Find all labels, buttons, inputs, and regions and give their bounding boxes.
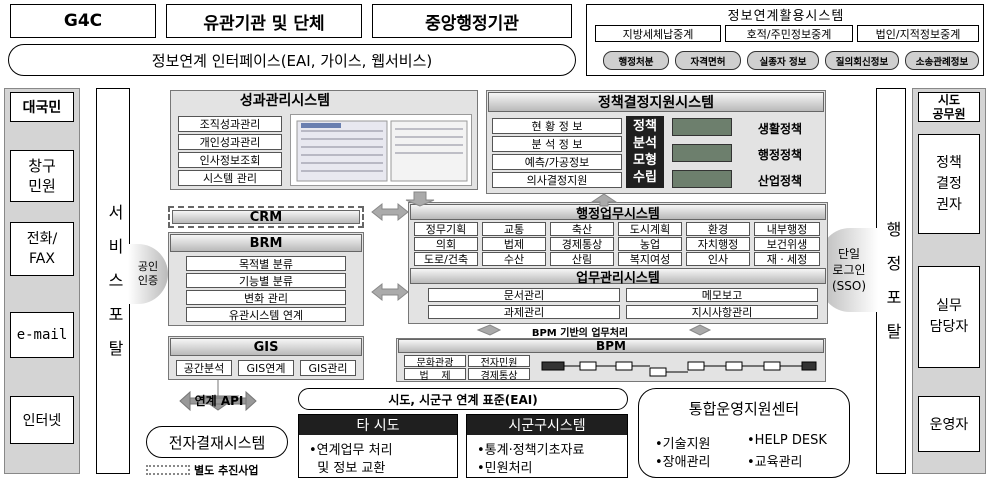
biz-item: 메모보고 xyxy=(626,288,818,302)
admin-cell: 복지여성 xyxy=(618,252,682,266)
admin-cell: 자치행정 xyxy=(686,237,750,251)
legend-label: 별도 추진사업 xyxy=(194,464,259,477)
gis-item: GIS연계 xyxy=(238,360,294,376)
bpm-item: 경제통상 xyxy=(468,368,530,382)
brm-item: 기능별 분류 xyxy=(186,273,346,288)
other-city-box: 타 시도 •연계업무 처리 및 정보 교환 xyxy=(298,414,458,478)
esign-system: 전자결재시스템 xyxy=(146,426,288,458)
agencies-box: 유관기관 및 단체 xyxy=(166,4,362,38)
biz-item: 지시사항관리 xyxy=(626,305,818,319)
link-row2-item: 질의회신정보 xyxy=(825,51,899,70)
link-row2-item: 행정처분 xyxy=(603,51,669,70)
admin-title: 행정업무시스템 xyxy=(410,204,826,222)
policy-item: 의사결정지원 xyxy=(492,172,622,188)
brm-item: 유관시스템 연계 xyxy=(186,307,346,322)
channel-counter: 창구 민원 xyxy=(10,150,74,202)
admin-cell: 축산 xyxy=(550,222,614,236)
public-header: 시도 공무원 xyxy=(918,92,980,122)
biz-title: 업무관리시스템 xyxy=(410,268,826,286)
perf-item: 인사정보조회 xyxy=(178,152,282,168)
admin-cell: 도로/건축 xyxy=(414,252,478,266)
link-row1-item: 호적/주민정보중계 xyxy=(725,25,853,42)
admin-portal: 행정포탈 xyxy=(876,88,906,474)
link-row2-item: 자격면허 xyxy=(675,51,741,70)
gis-title: GIS xyxy=(170,338,362,356)
local-system-box: 시군구시스템 •통계·정책기초자료 •민원처리 xyxy=(466,414,628,478)
link-row2-item: 소송관례정보 xyxy=(905,51,979,70)
policy-item: 분 석 정 보 xyxy=(492,136,622,152)
admin-grid: 정무기획 교통 축산 도시계획 환경 내부행정 의회 법제 경제통상 농업 자치… xyxy=(414,222,824,266)
perf-item: 개인성과관리 xyxy=(178,134,282,150)
perf-title: 성과관리시스템 xyxy=(239,93,331,109)
eai-standard: 시도, 시군구 연계 표준(EAI) xyxy=(298,388,628,410)
brm-title: BRM xyxy=(170,234,362,252)
policy-result: 생활정책 xyxy=(757,121,803,136)
legend-swatch xyxy=(146,465,190,475)
channel-internet: 인터넷 xyxy=(10,396,74,444)
admin-cell: 의회 xyxy=(414,237,478,251)
citizen-header: 대국민 xyxy=(10,92,74,122)
admin-cell: 도시계획 xyxy=(618,222,682,236)
policy-item: 예측/가공정보 xyxy=(492,154,622,170)
api-label: 연계 API xyxy=(194,393,244,408)
role-operator: 운영자 xyxy=(918,396,980,452)
admin-cell: 산림 xyxy=(550,252,614,266)
interface-box: 정보연계 인터페이스(EAI, 가이스, 웹서비스) xyxy=(8,44,576,76)
policy-title: 정책결정지원시스템 xyxy=(488,92,824,112)
admin-cell: 농업 xyxy=(618,237,682,251)
role-staff: 실무 담당자 xyxy=(918,266,980,368)
sso-label: 단일 로그인 (SSO) xyxy=(820,228,878,312)
policy-thumb xyxy=(672,144,732,162)
service-portal: 서비스포탈 xyxy=(96,88,130,474)
channel-phone-fax: 전화/ FAX xyxy=(10,222,74,276)
gis-item: 공간분석 xyxy=(176,360,232,376)
admin-cell: 경제통상 xyxy=(550,237,614,251)
biz-item: 과제관리 xyxy=(428,305,620,319)
admin-cell: 환경 xyxy=(686,222,750,236)
perf-screenshot-graphic xyxy=(296,120,468,182)
policy-item: 현 황 정 보 xyxy=(492,118,622,134)
policy-method: 정책 분석 모형 수립 xyxy=(626,116,664,188)
admin-cell: 인사 xyxy=(686,252,750,266)
ops-center-box: 통합운영지원센터 •기술지원 •HELP DESK •장애관리 •교육관리 xyxy=(638,388,850,478)
policy-thumb xyxy=(672,118,732,136)
admin-cell: 보건위생 xyxy=(754,237,820,251)
crm-box: CRM xyxy=(168,206,364,228)
perf-item: 시스템 관리 xyxy=(178,170,282,186)
policy-thumb xyxy=(672,170,732,188)
bpm-item: 법 제 xyxy=(404,368,466,382)
biz-item: 문서관리 xyxy=(428,288,620,302)
role-decision: 정책 결정 권자 xyxy=(918,134,980,234)
admin-cell: 정무기획 xyxy=(414,222,478,236)
link-system-title: 정보연계활용시스템 xyxy=(727,8,845,24)
admin-cell: 법제 xyxy=(482,237,546,251)
admin-cell: 재ㆍ세정 xyxy=(754,252,820,266)
admin-cell: 교통 xyxy=(482,222,546,236)
brm-item: 목적별 분류 xyxy=(186,256,346,271)
link-system-panel: 정보연계활용시스템 지방세체납중계 호적/주민정보중계 법인/지적정보중계 행정… xyxy=(586,4,984,76)
policy-result: 행정정책 xyxy=(757,147,803,162)
gis-item: GIS관리 xyxy=(300,360,356,376)
link-row2-item: 실종자 정보 xyxy=(747,51,819,70)
central-box: 중앙행정기관 xyxy=(372,4,572,38)
bpm-flow-diagram xyxy=(541,361,817,377)
g4c-box: G4C xyxy=(10,4,156,38)
bpm-title: BPM xyxy=(398,339,824,353)
link-row1-item: 지방세체납중계 xyxy=(595,25,721,42)
bpm-item: 문화관광 xyxy=(404,355,466,369)
bpm-caption: BPM 기반의 업무처리 xyxy=(531,327,629,339)
bpm-item: 전자민원 xyxy=(468,355,530,369)
policy-result: 산업정책 xyxy=(757,173,803,188)
brm-item: 변화 관리 xyxy=(186,290,346,305)
admin-cell: 내부행정 xyxy=(754,222,820,236)
link-row1-item: 법인/지적정보중계 xyxy=(857,25,979,42)
perf-item: 조직성과관리 xyxy=(178,116,282,132)
channel-email: e-mail xyxy=(10,312,74,358)
admin-cell: 수산 xyxy=(482,252,546,266)
perf-screenshot xyxy=(290,114,472,186)
